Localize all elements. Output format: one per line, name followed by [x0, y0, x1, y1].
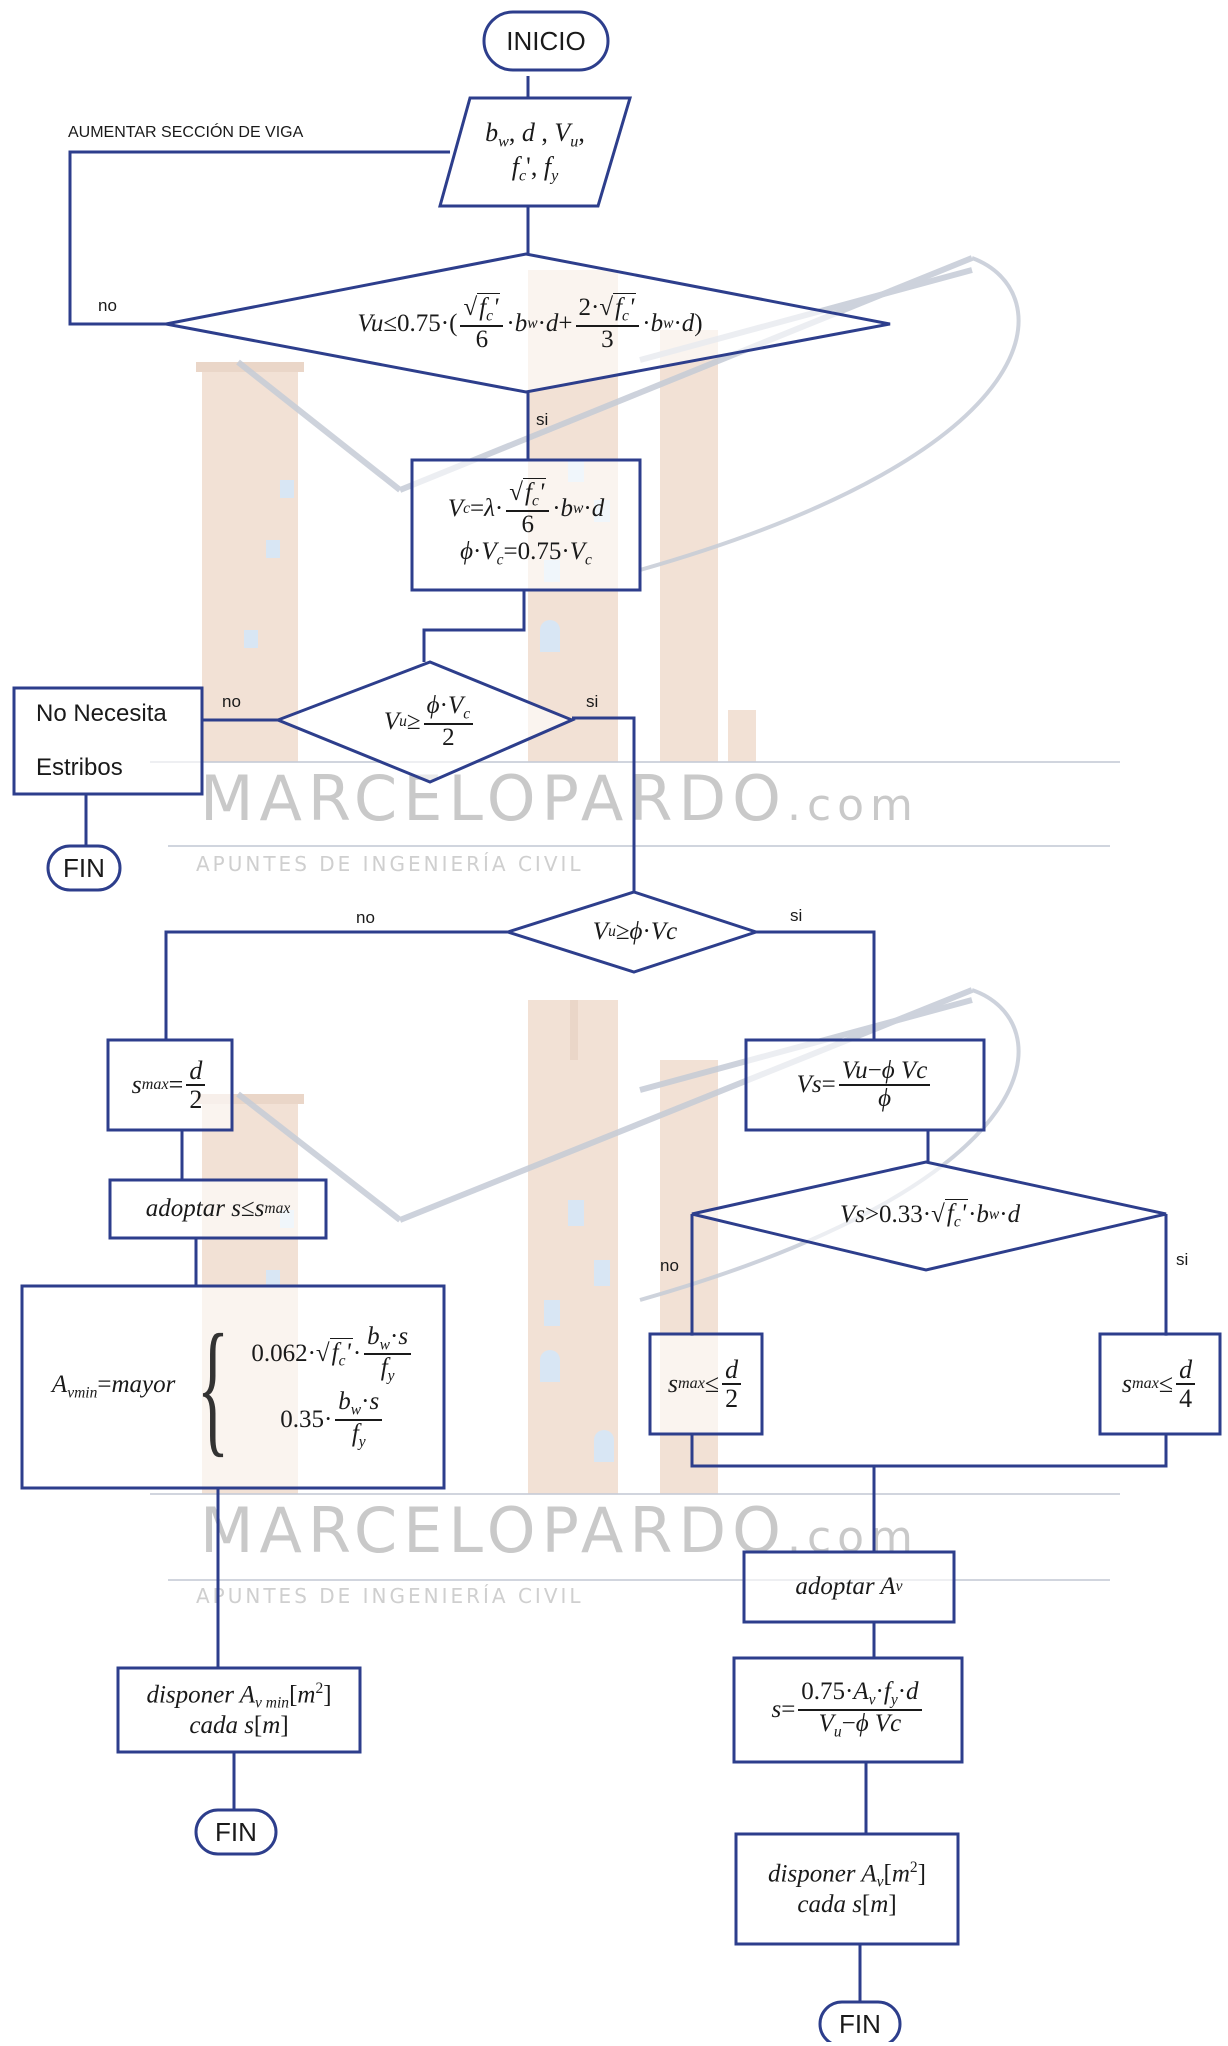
connectors [68, 76, 1168, 2002]
smax-d2-box [648, 1332, 764, 1436]
dispose-min-box [116, 1666, 362, 1754]
watermark-brand-upper: MARCELOPARDO.com [200, 762, 919, 835]
input-parallelogram [438, 96, 633, 208]
no-label-min: no [222, 692, 241, 711]
dispose-min-formula: disponer Av min[m2] cada s[m] [146, 1679, 332, 1740]
avmin-box [20, 1284, 446, 1490]
no-stirrups-line2: Estribos [36, 754, 123, 781]
watermark-tagline-lower: APUNTES DE INGENIERÍA CIVIL [196, 1584, 584, 1608]
no-stirrups-line1: No Necesita [36, 700, 167, 727]
vc-calc-box [410, 458, 642, 592]
end-label-main: FIN [839, 2008, 881, 2039]
start-label: INICIO [506, 25, 586, 56]
vc-check-diamond [503, 890, 761, 974]
yes-label-section: si [536, 410, 549, 429]
smax-d4-box [1098, 1332, 1222, 1436]
adopt-s-box [108, 1178, 328, 1240]
dispose-box [734, 1832, 960, 1946]
dispose-formula: disponer Av[m2] cada s[m] [768, 1858, 926, 1919]
smax-half-box [106, 1038, 234, 1132]
increase-section-label: AUMENTAR SECCIÓN DE VIGA [68, 124, 304, 141]
end-label-min: FIN [215, 1816, 257, 1847]
adopt-av-box [742, 1550, 956, 1624]
vs-calc-box [744, 1038, 986, 1132]
end-terminal-no-stirrups [46, 844, 122, 892]
min-shear-diamond [273, 660, 576, 784]
end-terminal-min [194, 1808, 278, 1856]
no-stirrups-box [12, 686, 204, 796]
start-terminal [482, 10, 610, 72]
vs-check-diamond [691, 1160, 1167, 1272]
no-label-vc: no [356, 908, 375, 927]
end-terminal-main [818, 2000, 902, 2042]
input-formula: bw, d , Vu, fc', fy [485, 118, 585, 185]
yes-label-vs: si [1176, 1250, 1189, 1269]
yes-label-min: si [586, 692, 599, 711]
end-label-no-stirrups: FIN [63, 852, 105, 883]
yes-label-vc: si [790, 906, 803, 925]
no-label-vs: no [660, 1256, 679, 1275]
no-label-section: no [98, 296, 117, 315]
watermark-tagline-upper: APUNTES DE INGENIERÍA CIVIL [196, 852, 584, 876]
section-check-diamond [165, 252, 891, 394]
